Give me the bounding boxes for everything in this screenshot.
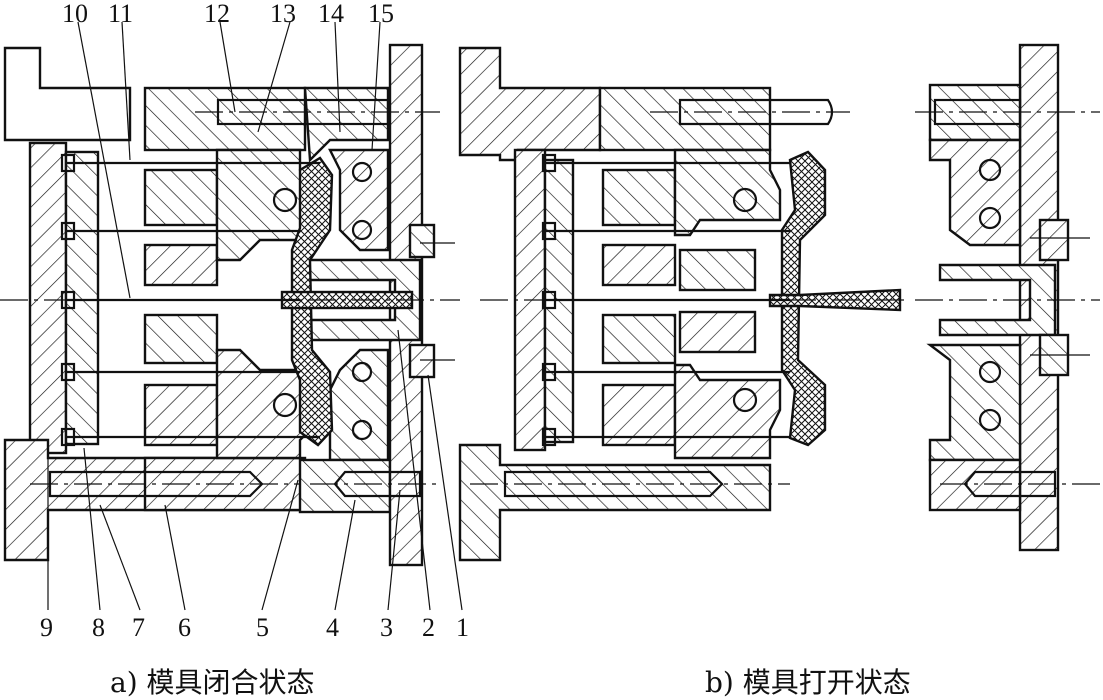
clamp-block-top-open bbox=[458, 46, 602, 162]
screw-bottom-right bbox=[333, 470, 422, 498]
cooling-channel bbox=[351, 161, 373, 183]
clamp-block-top bbox=[3, 46, 132, 142]
core-plate-open-3 bbox=[601, 313, 677, 365]
open-mold-fixed-half bbox=[915, 43, 1100, 552]
support-block-top bbox=[143, 86, 307, 152]
cooling-channel bbox=[732, 187, 758, 213]
screw-fixed-open bbox=[963, 470, 1057, 498]
cooling-channel bbox=[272, 392, 298, 418]
locating-ring-upper bbox=[408, 223, 436, 259]
cavity-insert-upper bbox=[328, 148, 390, 252]
molded-part-closed bbox=[290, 156, 334, 447]
cooling-channel bbox=[351, 219, 373, 241]
core-plate-open-1 bbox=[601, 168, 677, 227]
part-label-10: 10 bbox=[62, 0, 88, 28]
cooling-channel bbox=[978, 206, 1002, 230]
part-label-11: 11 bbox=[108, 0, 133, 28]
part-label-12: 12 bbox=[204, 0, 230, 28]
ejector-retainer-plate bbox=[64, 150, 100, 446]
cooling-channel bbox=[351, 361, 373, 383]
cavity-insert-lower bbox=[328, 348, 390, 462]
caption-closed: a) 模具闭合状态 bbox=[110, 666, 315, 699]
open-mold-moving-half bbox=[458, 46, 910, 562]
core-insert-upper-open bbox=[673, 148, 782, 237]
molded-part-ejected bbox=[780, 150, 827, 447]
locating-ring-open-upper bbox=[1038, 218, 1070, 262]
cooling-channel bbox=[978, 360, 1002, 384]
ejector-plate-left bbox=[28, 141, 68, 455]
core-plate-1 bbox=[143, 168, 219, 227]
part-label-13: 13 bbox=[270, 0, 296, 28]
core-center-open bbox=[678, 248, 757, 292]
cooling-channel bbox=[978, 408, 1002, 432]
part-label-4: 4 bbox=[326, 613, 339, 642]
part-label-14: 14 bbox=[318, 0, 344, 28]
cavity-bottom-open bbox=[928, 458, 1022, 512]
leader-lines bbox=[47, 21, 463, 611]
closed-mold-view bbox=[0, 43, 460, 567]
part-labels: 10 11 12 13 14 15 9 8 7 6 5 4 3 2 1 bbox=[40, 0, 469, 642]
core-plate-open-2 bbox=[601, 243, 677, 287]
core-center-lower-open bbox=[678, 310, 757, 354]
part-label-6: 6 bbox=[178, 613, 191, 642]
guide-pin-open bbox=[678, 98, 834, 126]
core-insert-lower-open bbox=[673, 363, 782, 460]
locating-ring-lower bbox=[408, 343, 436, 379]
cavity-insert-lower-open bbox=[926, 343, 1022, 462]
part-label-2: 2 bbox=[422, 613, 435, 642]
cavity-plate-bottom bbox=[298, 458, 392, 514]
cooling-channel bbox=[272, 187, 298, 213]
part-label-3: 3 bbox=[380, 613, 393, 642]
core-plate-3 bbox=[143, 313, 219, 365]
cooling-channel bbox=[732, 387, 758, 413]
clamp-block-bottom-open bbox=[458, 443, 772, 562]
part-label-5: 5 bbox=[256, 613, 269, 642]
cavity-insert-upper-open bbox=[928, 138, 1022, 247]
part-label-8: 8 bbox=[92, 613, 105, 642]
part-label-1: 1 bbox=[456, 613, 469, 642]
part-label-7: 7 bbox=[132, 613, 145, 642]
support-block-top-open bbox=[598, 86, 772, 152]
part-label-9: 9 bbox=[40, 613, 53, 642]
cooling-channel bbox=[978, 158, 1002, 182]
sprue-bushing-open bbox=[938, 263, 1057, 337]
core-plate-2 bbox=[143, 243, 219, 287]
caption-open: b) 模具打开状态 bbox=[705, 666, 911, 699]
screw-bottom-open bbox=[503, 470, 724, 498]
cooling-channel bbox=[351, 419, 373, 441]
screw-bottom-left bbox=[48, 470, 264, 498]
part-label-15: 15 bbox=[368, 0, 394, 28]
